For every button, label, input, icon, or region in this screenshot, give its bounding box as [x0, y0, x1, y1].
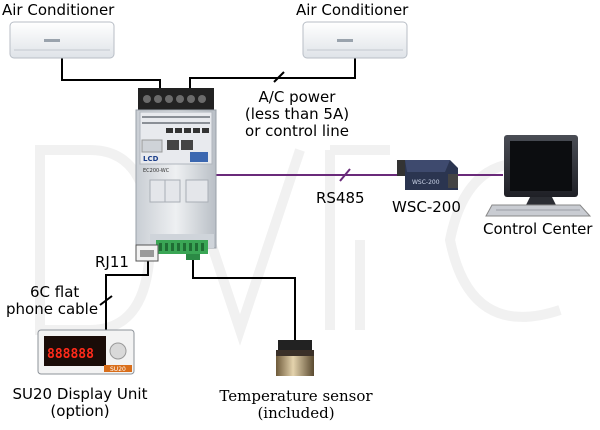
wire-ac-slash: [273, 71, 285, 83]
air-conditioner-right: [302, 21, 408, 59]
label-su20: SU20 Display Unit (option): [0, 386, 160, 420]
label-control-center: Control Center: [483, 220, 593, 238]
air-conditioner-left: [9, 21, 115, 59]
label-ac-power: A/C power (less than 5A) or control line: [228, 89, 366, 140]
display-digits: 888888: [47, 347, 94, 362]
label-su20-line1: SU20 Display Unit: [12, 385, 148, 403]
label-rj11: RJ11: [95, 253, 129, 271]
controller-brand: LCD: [143, 155, 159, 163]
controller-module: LCD EC200-WC: [135, 88, 217, 260]
label-ac-power-line1: A/C power: [258, 88, 336, 106]
label-phone-cable-line1: 6C flat: [30, 283, 80, 301]
wire-phone-slash: [99, 295, 113, 306]
label-ac-power-line3: or control line: [245, 122, 349, 140]
label-su20-line2: (option): [50, 402, 110, 420]
terminal-green: [156, 240, 208, 254]
computer: [485, 135, 592, 217]
label-temperature-line1: Temperature sensor: [219, 387, 373, 405]
temperature-sensor: [276, 340, 314, 376]
display-model: SU20: [110, 366, 126, 373]
wires: [61, 58, 356, 340]
watermark: [35, 145, 562, 346]
wire-sensor: [192, 258, 296, 340]
label-ac-power-line2: (less than 5A): [244, 105, 350, 123]
label-phone-cable-line2: phone cable: [6, 300, 99, 318]
wire-ac-right: [189, 58, 356, 90]
label-ac-right: Air Conditioner: [296, 1, 409, 19]
label-wsc-200: WSC-200: [392, 198, 461, 216]
controller-model: EC200-WC: [143, 168, 170, 174]
status-leds: [166, 128, 209, 133]
wsc-200-converter: WSC-200: [397, 160, 458, 190]
label-temperature-line2: (included): [257, 404, 335, 422]
label-phone-cable: 6C flat phone cable: [6, 284, 98, 318]
wire-rj11: [105, 258, 149, 330]
converter-model: WSC-200: [412, 179, 440, 186]
label-ac-left: Air Conditioner: [2, 1, 115, 19]
su20-display-unit: 888888 SU20: [37, 329, 135, 375]
wire-ac-left: [61, 58, 161, 90]
rj11-jack: [135, 244, 159, 262]
rs485-line: [213, 168, 503, 182]
label-temperature-sensor: Temperature sensor (included): [216, 388, 376, 422]
label-rs485: RS485: [316, 189, 365, 207]
